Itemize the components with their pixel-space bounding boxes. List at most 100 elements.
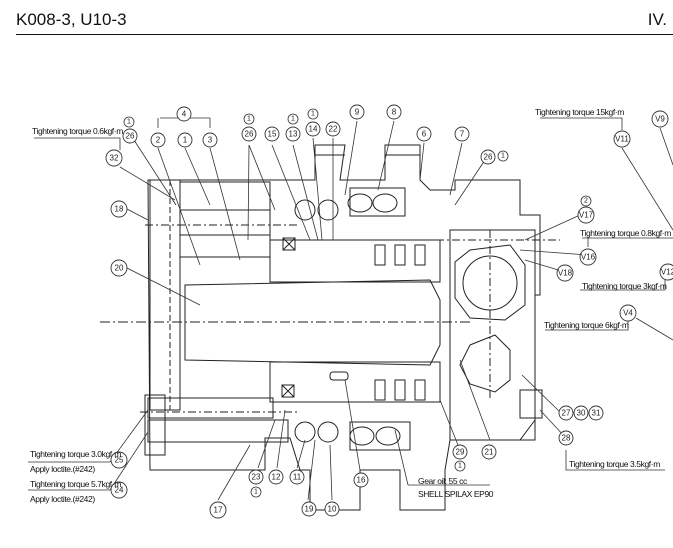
svg-text:V11: V11 (615, 135, 629, 144)
svg-text:V4: V4 (623, 309, 633, 318)
callout-30: 30 (573, 405, 589, 421)
planetary-carrier (179, 181, 271, 258)
svg-text:1: 1 (458, 463, 462, 470)
callout-32: 32 (105, 149, 123, 167)
callout-1: 1 (177, 132, 193, 148)
mounting-bolt-1 (147, 397, 274, 419)
bearing-lower-1 (294, 421, 316, 443)
torque-note-v4: Tightening torque 6kgf·m (544, 320, 629, 330)
svg-text:1: 1 (501, 153, 505, 160)
callout-group: 4 2 1 3 26 32 18 20 26 15 13 14 22 9 8 6… (105, 104, 673, 519)
valve-block (449, 229, 536, 441)
quantity-mark: 2 (580, 195, 592, 207)
callout-3: 3 (202, 132, 218, 148)
svg-text:V9: V9 (655, 115, 665, 124)
svg-text:V16: V16 (581, 253, 596, 262)
callout-15: 15 (264, 126, 280, 142)
port-plug-large (454, 244, 526, 321)
mounting-bolt-2 (147, 419, 289, 443)
gear-oil-capacity: Gear oil: 55 cc (418, 476, 467, 486)
callout-v9: V9 (651, 110, 669, 128)
callout-31: 31 (588, 405, 604, 421)
callout-28: 28 (558, 430, 574, 446)
svg-text:1: 1 (254, 489, 258, 496)
callout-12: 12 (268, 469, 284, 485)
hub-section (269, 239, 441, 283)
callout-20: 20 (110, 259, 128, 277)
svg-text:19: 19 (305, 505, 314, 514)
callout-18: 18 (110, 200, 128, 218)
callout-13: 13 (285, 126, 301, 142)
quantity-mark: 1 (307, 108, 319, 120)
svg-text:31: 31 (592, 409, 601, 418)
callout-23: 23 (248, 469, 264, 485)
svg-text:29: 29 (456, 448, 465, 457)
port-plug-hex (459, 334, 511, 393)
callout-24: 24 (110, 481, 128, 499)
svg-text:12: 12 (272, 473, 281, 482)
callout-v12: V12 (659, 263, 673, 281)
svg-text:11: 11 (293, 473, 302, 482)
left-cover (149, 179, 181, 411)
callout-2: 2 (150, 132, 166, 148)
torque-note-v12: Tightening torque 3kgf·m (582, 281, 667, 291)
svg-text:24: 24 (115, 486, 124, 495)
callout-26: 26 (480, 149, 496, 165)
quantity-mark: 1 (497, 150, 509, 162)
svg-text:26: 26 (126, 132, 135, 141)
callout-21: 21 (481, 444, 497, 460)
svg-text:30: 30 (577, 409, 586, 418)
callout-4: 4 (176, 106, 192, 122)
callout-7: 7 (454, 126, 470, 142)
quantity-mark: 1 (250, 486, 262, 498)
callout-19: 19 (301, 501, 317, 517)
header-divider (16, 34, 673, 35)
svg-text:14: 14 (309, 125, 318, 134)
svg-text:7: 7 (460, 130, 465, 139)
svg-text:V12: V12 (661, 268, 673, 277)
svg-text:27: 27 (562, 409, 571, 418)
callout-27: 27 (558, 405, 574, 421)
manual-section-number: IV. (647, 10, 667, 29)
svg-text:4: 4 (182, 110, 187, 119)
svg-text:9: 9 (355, 108, 360, 117)
quantity-mark: 1 (287, 113, 299, 125)
callout-25: 25 (110, 451, 128, 469)
quantity-mark: 1 (454, 460, 466, 472)
torque-note-v11: Tightening torque 15kgf·m (535, 107, 624, 117)
callout-26: 26 (122, 128, 138, 144)
svg-text:18: 18 (115, 205, 124, 214)
callout-6: 6 (416, 126, 432, 142)
torque-note-v16: Tightening torque 0.8kgf·m (580, 228, 671, 238)
svg-text:V17: V17 (579, 211, 594, 220)
quantity-mark: 1 (123, 116, 135, 128)
quantity-mark-group: 1 1 1 1 1 2 1 1 (123, 108, 592, 498)
callout-11: 11 (289, 469, 305, 485)
svg-text:1: 1 (183, 136, 188, 145)
svg-text:2: 2 (156, 136, 161, 145)
callout-26: 26 (241, 126, 257, 142)
gear-oil-type: SHELL SPILAX EP90 (418, 489, 494, 499)
callout-v17: V17 (577, 206, 595, 224)
svg-text:1: 1 (247, 116, 251, 123)
callout-v11: V11 (613, 130, 631, 148)
svg-text:6: 6 (422, 130, 427, 139)
svg-text:28: 28 (562, 434, 571, 443)
loctite-note-24: Apply loctite.(#242) (30, 494, 95, 504)
leader-lines (28, 117, 673, 501)
callout-10: 10 (324, 501, 340, 517)
svg-text:16: 16 (357, 476, 366, 485)
quantity-mark: 1 (243, 113, 255, 125)
svg-text:17: 17 (214, 506, 223, 515)
svg-text:3: 3 (208, 136, 213, 145)
torque-note-25: Tightening torque 3.0kgf·m (30, 449, 121, 459)
torque-note-28: Tightening torque 3.5kgf·m (569, 459, 660, 469)
output-shaft (184, 279, 441, 366)
callout-v16: V16 (579, 248, 597, 266)
callout-22: 22 (325, 121, 341, 137)
motor-housing-outline (147, 144, 541, 511)
svg-text:1: 1 (311, 111, 315, 118)
svg-text:26: 26 (484, 153, 493, 162)
bearing-upper-2 (347, 193, 373, 213)
